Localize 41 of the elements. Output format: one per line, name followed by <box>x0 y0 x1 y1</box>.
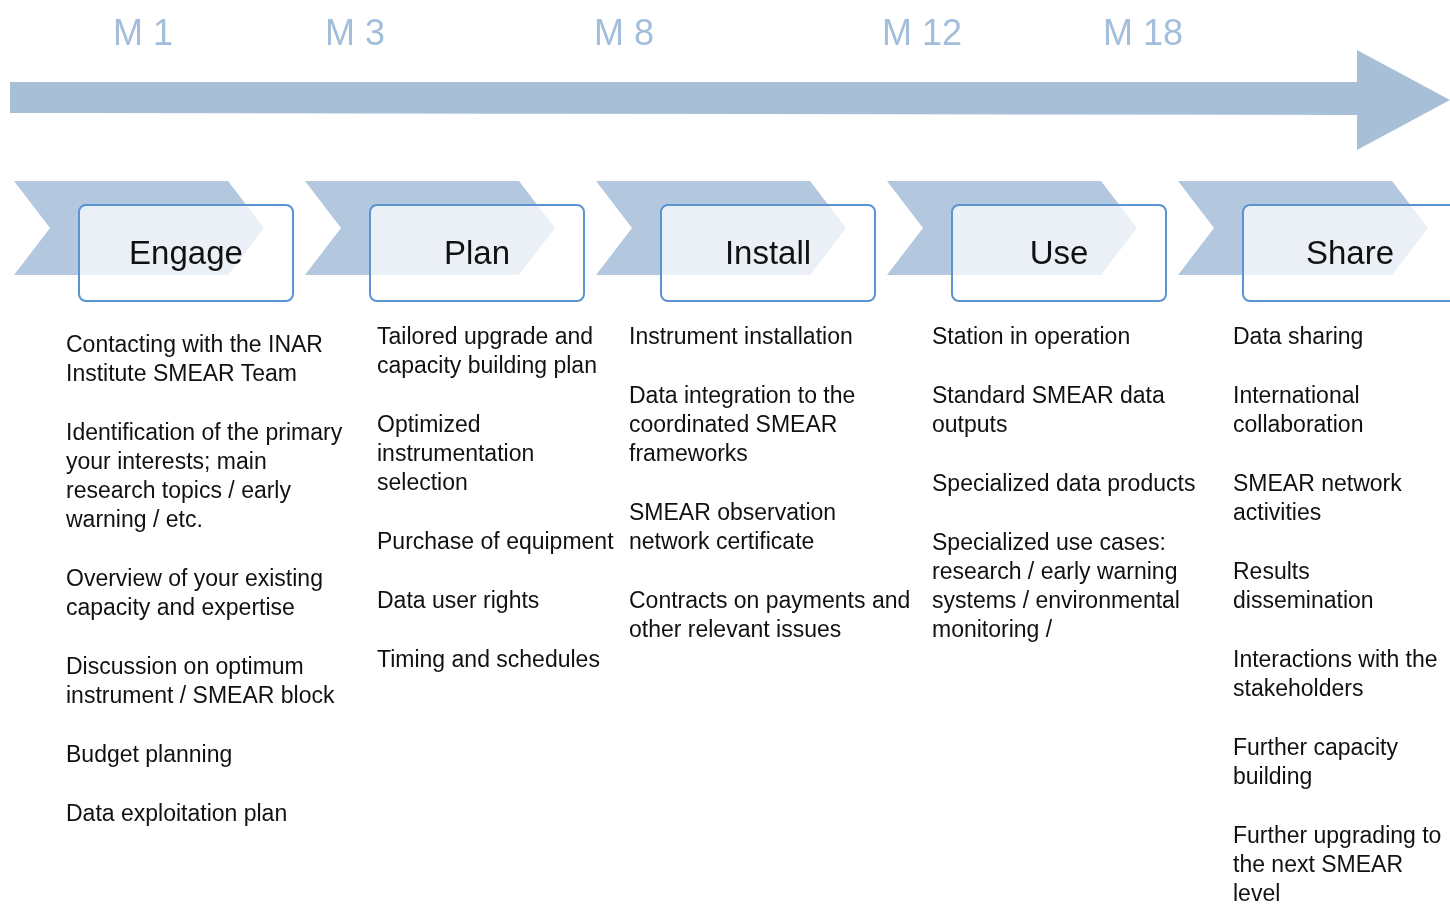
stage-title: Use <box>1029 234 1089 272</box>
stage-box <box>369 204 585 302</box>
milestone-label: M 12 <box>882 12 963 54</box>
stage-item: Station in operation <box>932 322 1132 351</box>
milestone-label: M 3 <box>325 12 385 54</box>
stage-title: Install <box>724 234 812 272</box>
milestone-label: M 18 <box>1103 12 1184 54</box>
stage-item: Tailored upgrade and capacity building plan <box>377 322 598 380</box>
stage-item: SMEAR observation network certificate <box>629 498 838 556</box>
stage-item: Specialized use cases: research / early warning systems / environmental monitoring / <box>932 528 1181 644</box>
stage-item: Identification of the primary your interests; main research topics / early warning / etc. <box>66 418 344 534</box>
stage-title: Plan <box>443 234 511 272</box>
stage-item: International collaboration <box>1233 381 1365 439</box>
stage-item: Interactions with the stakeholders <box>1233 645 1439 703</box>
stage-item: Further upgrading to the next SMEAR level <box>1233 821 1443 908</box>
milestone-label: M 1 <box>113 12 173 54</box>
stage-item: Data sharing <box>1233 322 1365 351</box>
stage-box <box>951 204 1167 302</box>
stage-item: SMEAR network activities <box>1233 469 1403 527</box>
stage-item: Data user rights <box>377 586 541 615</box>
stage-box <box>660 204 876 302</box>
stage-item: Standard SMEAR data outputs <box>932 381 1166 439</box>
stage-item: Data exploitation plan <box>66 799 289 828</box>
stage-item: Results dissemination <box>1233 557 1375 615</box>
stage-item: Discussion on optimum instrument / SMEAR block <box>66 652 336 710</box>
stage-item: Purchase of equipment <box>377 527 615 556</box>
stage-box <box>78 204 294 302</box>
stage-item: Budget planning <box>66 740 234 769</box>
stage-item: Contracts on payments and other relevant issues <box>629 586 912 644</box>
milestone-label: M 8 <box>594 12 654 54</box>
stage-item: Overview of your existing capacity and expertise <box>66 564 324 622</box>
stage-box <box>1242 204 1450 302</box>
stage-item: Further capacity building <box>1233 733 1399 791</box>
stage-title: Engage <box>129 234 243 272</box>
stage-item: Specialized data products <box>932 469 1197 498</box>
stage-title: Share <box>1305 234 1395 272</box>
stage-item: Contacting with the INAR Institute SMEAR Team <box>66 330 324 388</box>
stage-item: Data integration to the coordinated SMEAR frameworks <box>629 381 857 468</box>
stage-item: Instrument installation <box>629 322 854 351</box>
stage-item: Timing and schedules <box>377 645 601 674</box>
stage-item: Optimized instrumentation selection <box>377 410 536 497</box>
